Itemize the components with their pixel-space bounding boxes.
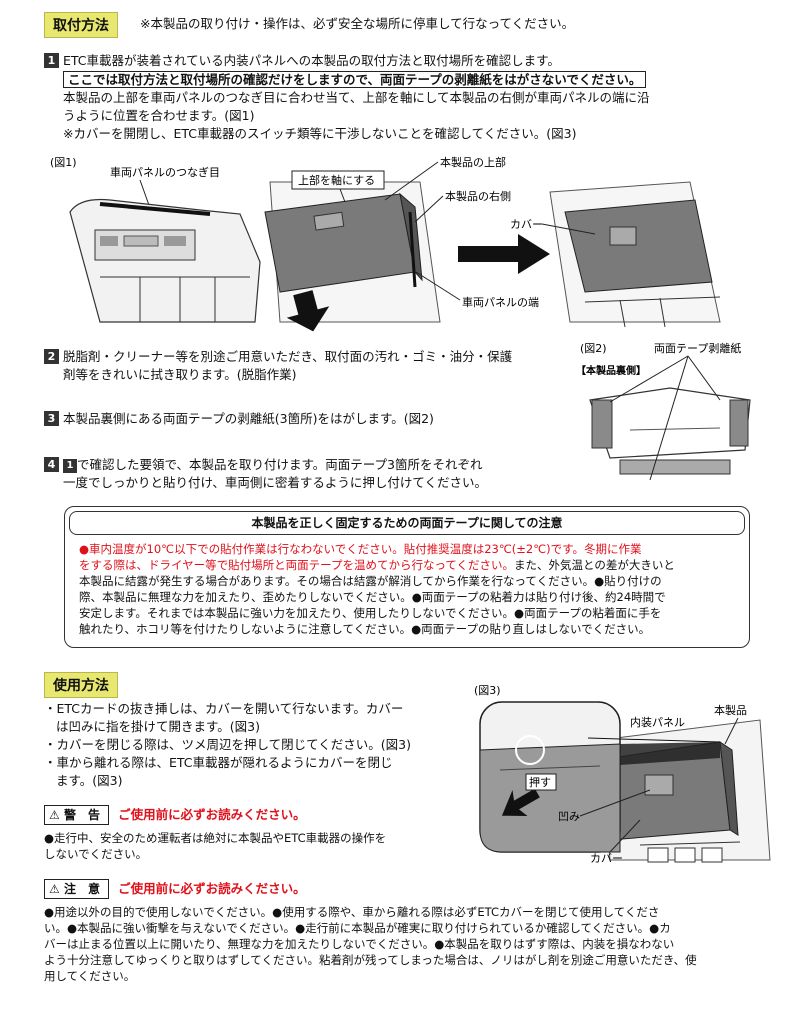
caution-text: ●用途以外の目的で使用しないでください。●使用する際や、車から離れる際は必ずET… — [44, 904, 784, 984]
safety-note: ※本製品の取り付け・操作は、必ず安全な場所に停車して行なってください。 — [140, 16, 575, 31]
fig3-label: (図3) — [474, 684, 501, 697]
fig2-back-label: 【本製品裏側】 — [576, 364, 646, 377]
tape-note-rest-2: また、外気温との差が大きいと — [514, 558, 675, 572]
step-4-text: で確認した要領で、本製品を取り付けます。両面テープ3箇所をそれぞれ — [77, 457, 483, 472]
tape-note-line-5: 安定します。それまでは本製品に強い力を加えたり、使用したりしないでください。●両… — [79, 606, 662, 620]
figure-3: (図3) ツメ 内装パネル 本製品 押す 凹み カバー — [474, 684, 771, 865]
step-number: 2 — [44, 349, 59, 364]
warning-must-read: ご使用前に必ずお読みください。 — [118, 807, 306, 822]
caution-line-4: よう十分注意してゆっくりと取りはずしてください。粘着剤が残ってしまった場合は、ノ… — [44, 953, 697, 967]
tape-note-line-6: 触れたり、ホコリ等を付けたりしないように注意してください。●両面テープの貼り直し… — [79, 622, 651, 636]
tape-note-line-3: 本製品に結露が発生する場合があります。その場合は結露が解消してから作業を行なって… — [79, 574, 662, 588]
fig1-label: (図1) — [50, 156, 77, 169]
step-1-line5: ※カバーを開閉し、ETC車載器のスイッチ類等に干渉しないことを確認してください。… — [63, 126, 577, 141]
step-1-line4: うように位置を合わせます。(図1) — [63, 108, 255, 123]
usage-bullet-3a: ・車から離れる際は、ETC車載器が隠れるようにカバーを閉じ — [44, 755, 393, 770]
figure-1: (図1) 車両パネルのつなぎ目 上部を軸にする 本製品の上部 本製品の右側 車両… — [50, 155, 721, 332]
fig3-inner-panel-label: 内装パネル — [630, 715, 685, 729]
usage-bullet-1b: は凹みに指を掛けて開きます。(図3) — [56, 719, 260, 734]
fig1-joint-label: 車両パネルのつなぎ目 — [110, 165, 220, 179]
step-4-line2: 一度でしっかりと貼り付け、車両側に密着するように押し付けてください。 — [63, 475, 488, 490]
tape-note-title: 本製品を正しく固定するための両面テープに関しての注意 — [69, 511, 745, 535]
fig1-right-label: 本製品の右側 — [445, 189, 511, 203]
section-label-install: 取付方法 — [44, 12, 118, 38]
step-number: 4 — [44, 457, 59, 472]
section-label-usage: 使用方法 — [44, 672, 118, 698]
step-1-text: ETC車載器が装着されている内装パネルへの本製品の取付方法と取付場所を確認します… — [63, 53, 560, 68]
warning-line-2: しないでください。 — [44, 847, 148, 861]
step-2-line2: 剤等をきれいに拭き取ります。(脱脂作業) — [63, 367, 297, 382]
usage-bullet-3b: ます。(図3) — [56, 773, 123, 788]
fig3-product-label: 本製品 — [714, 703, 747, 717]
step-3-text: 本製品裏側にある両面テープの剥離紙(3箇所)をはがします。(図2) — [63, 411, 434, 426]
step-1-line3: 本製品の上部を車両パネルのつなぎ目に合わせ当て、上部を軸にして本製品の右側が車両… — [63, 90, 650, 105]
warning-header: ⚠ 警 告 ご使用前に必ずお読みください。 — [44, 804, 306, 825]
step-ref-number: 1 — [63, 459, 77, 473]
caution-tag: ⚠ 注 意 — [44, 879, 109, 899]
fig2-tape-label: 両面テープ剥離紙 — [654, 341, 741, 355]
fig1-top-label: 本製品の上部 — [440, 155, 506, 169]
warning-triangle-icon: ⚠ — [49, 808, 60, 822]
fig3-push-label: 押す — [529, 775, 551, 789]
step-2-text: 脱脂剤・クリーナー等を別途ご用意いただき、取付面の汚れ・ゴミ・油分・保護 — [63, 349, 513, 364]
fig3-recess-label: 凹み — [558, 810, 580, 823]
warning-tag-text: 警 告 — [63, 808, 100, 822]
step-number: 1 — [44, 53, 59, 68]
warning-tag: ⚠ 警 告 — [44, 805, 109, 825]
tape-note-red-2: をする際は、ドライヤー等で貼付場所と両面テープを温めてから行なってください。 — [79, 558, 515, 572]
caution-header: ⚠ 注 意 ご使用前に必ずお読みください。 — [44, 878, 306, 899]
warning-line-1: ●走行中、安全のため運転者は絶対に本製品やETC車載器の操作を — [44, 831, 387, 845]
tape-note-line-4: 際、本製品に無理な力を加えたり、歪めたりしないでください。●両面テープの粘着力は… — [79, 590, 666, 604]
usage-list: ・ETCカードの抜き挿しは、カバーを開いて行ないます。カバー は凹みに指を掛けて… — [44, 700, 464, 790]
tape-note-red-1: ●車内温度が10℃以下での貼付作業は行なわないでください。貼付推奨温度は23℃(… — [79, 542, 642, 556]
fig1-axis-callout: 上部を軸にする — [298, 173, 375, 187]
step-1-boxed-note: ここでは取付方法と取付場所の確認だけをしますので、両面テープの剥離紙をはがさない… — [63, 71, 647, 88]
step-3: 3 本製品裏側にある両面テープの剥離紙(3箇所)をはがします。(図2) — [44, 410, 564, 428]
fig2-label: (図2) — [580, 342, 607, 355]
fig3-cover-label: カバー — [590, 852, 623, 865]
caution-line-1: ●用途以外の目的で使用しないでください。●使用する際や、車から離れる際は必ずET… — [44, 905, 660, 919]
usage-bullet-2: ・カバーを閉じる際は、ツメ周辺を押して閉じてください。(図3) — [44, 737, 411, 752]
step-2: 2 脱脂剤・クリーナー等を別途ご用意いただき、取付面の汚れ・ゴミ・油分・保護 剤等… — [44, 348, 564, 384]
fig1-panel-edge-label: 車両パネルの端 — [462, 295, 539, 309]
fig1-cover-label: カバー — [510, 218, 543, 231]
caution-tag-text: 注 意 — [63, 882, 100, 896]
tape-note-box: 本製品を正しく固定するための両面テープに関しての注意 ●車内温度が10℃以下での… — [64, 506, 750, 648]
caution-must-read: ご使用前に必ずお読みください。 — [118, 881, 306, 896]
caution-line-2: い。●本製品に強い衝撃を与えないでください。●走行前に本製品が確実に取り付けられ… — [44, 921, 671, 935]
step-number: 3 — [44, 411, 59, 426]
caution-line-5: 用してください。 — [44, 969, 136, 983]
caution-triangle-icon: ⚠ — [49, 882, 60, 896]
figure-2: (図2) 両面テープ剥離紙 【本製品裏側】 — [576, 341, 751, 481]
step-1: 1 ETC車載器が装着されている内装パネルへの本製品の取付方法と取付場所を確認しま… — [44, 52, 784, 143]
usage-bullet-1a: ・ETCカードの抜き挿しは、カバーを開いて行ないます。カバー — [44, 701, 404, 716]
caution-line-3: バーは止まる位置以上に開いたり、無理な力を加えたりしないでください。●本製品を取… — [44, 937, 675, 951]
warning-text: ●走行中、安全のため運転者は絶対に本製品やETC車載器の操作を しないでください… — [44, 830, 464, 862]
